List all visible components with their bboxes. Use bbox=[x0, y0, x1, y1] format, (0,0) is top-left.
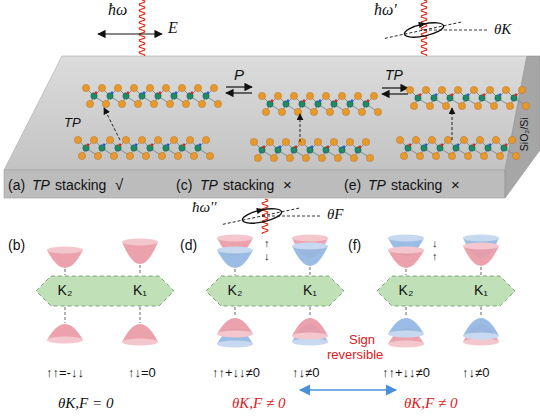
k-point-label: K₂ bbox=[58, 283, 73, 297]
photon-energy: ħω' bbox=[374, 2, 397, 18]
k-point-line bbox=[140, 265, 141, 275]
stacking-name: TP bbox=[200, 178, 218, 192]
panel-letter: (e) bbox=[344, 178, 361, 192]
k-point-line bbox=[481, 307, 482, 317]
light-beam bbox=[139, 0, 144, 56]
crystal-structures bbox=[74, 84, 529, 161]
brillouin-zone: K₂ K₁ bbox=[35, 275, 175, 307]
kerr-angle: θK bbox=[494, 22, 511, 37]
substrate-slab bbox=[4, 56, 540, 198]
photon-energy: ħω'' bbox=[192, 200, 217, 215]
spin-relation: ↑↑+↓↓≠0 bbox=[382, 366, 430, 379]
sign-note: Sign bbox=[349, 333, 375, 346]
reference-line bbox=[424, 30, 488, 31]
light-beams bbox=[139, 0, 488, 234]
brillouin-zone: K₂ K₁ bbox=[205, 275, 345, 307]
stacking-word: stacking bbox=[223, 178, 274, 192]
k-point-line bbox=[65, 269, 66, 275]
k-point-line bbox=[406, 269, 407, 275]
stacking-word: stacking bbox=[55, 178, 106, 192]
faraday-angle: θF bbox=[327, 207, 344, 222]
brillouin-zone: K₂ K₁ bbox=[376, 275, 516, 307]
k-point-line bbox=[235, 269, 236, 275]
panel-letter: (c) bbox=[176, 178, 192, 192]
switch-arrows bbox=[98, 34, 408, 390]
check-mark: √ bbox=[115, 177, 123, 192]
k-point-line bbox=[406, 307, 407, 317]
k-point-line bbox=[235, 307, 236, 317]
k-point-label: K₁ bbox=[474, 283, 488, 297]
spin-arrow: ↓ bbox=[432, 238, 438, 249]
k-point-line bbox=[310, 307, 311, 317]
k-point-line bbox=[65, 307, 66, 323]
crystal-layer bbox=[250, 138, 373, 161]
hexagon-outline bbox=[376, 275, 516, 307]
light-beam bbox=[421, 0, 426, 56]
polarization-ellipse bbox=[221, 199, 302, 230]
substrate-label: SiO₂/Si bbox=[519, 117, 530, 151]
polarization-switch: P bbox=[234, 67, 244, 82]
kerr-faraday-result: θK,F ≠ 0 bbox=[404, 396, 458, 411]
spin-relation: ↑↓≠0 bbox=[292, 366, 319, 379]
kerr-faraday-result: θK,F = 0 bbox=[58, 396, 113, 411]
stacking-name: TP bbox=[32, 178, 50, 192]
k-point-label: K₁ bbox=[133, 283, 147, 297]
spin-arrow: ↑ bbox=[264, 238, 270, 249]
photon-energy: ħω bbox=[108, 2, 127, 18]
k-point-label: K₂ bbox=[228, 283, 243, 297]
spin-relation: ↑↓≠0 bbox=[462, 366, 489, 379]
hexagon-outline bbox=[205, 275, 345, 307]
panel-letter: (f) bbox=[348, 238, 361, 252]
stacking-arrows bbox=[104, 108, 452, 142]
spin-relation: ↑↑+↓↓≠0 bbox=[212, 366, 260, 379]
spin-arrow: ↓ bbox=[264, 251, 270, 262]
k-point-line bbox=[481, 267, 482, 275]
crystal-layer bbox=[74, 136, 213, 159]
stacking-word: stacking bbox=[391, 178, 442, 192]
stacking-arrow-label: TP bbox=[64, 116, 81, 129]
cross-mark: × bbox=[283, 177, 292, 192]
stacking-switch: TP bbox=[385, 68, 403, 82]
stacking-name: TP bbox=[368, 178, 386, 192]
k-point-label: K₂ bbox=[399, 283, 414, 297]
panel-letter: (a) bbox=[8, 178, 25, 192]
crystal-layer bbox=[396, 136, 519, 159]
crystal-layer bbox=[258, 92, 381, 115]
spin-relation: ↑↓=0 bbox=[128, 366, 156, 379]
sign-note: reversible bbox=[327, 348, 383, 361]
k-point-line bbox=[310, 267, 311, 275]
panel-letter: (b) bbox=[8, 238, 25, 252]
spin-relation: ↑↑=-↓↓ bbox=[46, 366, 84, 379]
spin-arrow: ↑ bbox=[432, 251, 438, 262]
field-vector: E⃗ bbox=[168, 20, 190, 36]
k-point-label: K₁ bbox=[303, 283, 317, 297]
k-point-line bbox=[140, 307, 141, 323]
reference-line bbox=[262, 216, 322, 217]
panel-letter: (d) bbox=[180, 238, 197, 252]
crystal-layer bbox=[82, 84, 221, 107]
hexagon-outline bbox=[35, 275, 175, 307]
cross-mark: × bbox=[451, 177, 460, 192]
light-beam bbox=[262, 199, 267, 234]
crystal-layer bbox=[406, 86, 529, 109]
kerr-faraday-result: θK,F ≠ 0 bbox=[232, 396, 286, 411]
